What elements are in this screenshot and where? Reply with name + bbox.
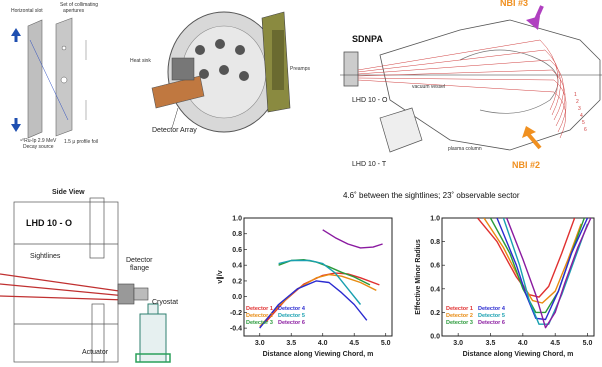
legend-entry: Detector 2: [246, 313, 273, 319]
y-tick-label: 0.6: [232, 247, 242, 254]
plot-frame: [243, 217, 393, 337]
up-arrow-icon: [11, 28, 21, 42]
actuator-label: Actuator: [82, 349, 109, 356]
detector-flange-label: Detector: [126, 257, 153, 264]
x-tick-label: 4.0: [318, 340, 328, 347]
heat-sink-label: Heat sink: [130, 58, 151, 64]
x-tick-label: 3.0: [255, 340, 265, 347]
nbi2-label: NBI #2: [512, 160, 540, 170]
cryostat: [135, 303, 171, 363]
series-line: [506, 218, 592, 329]
vacuum-vessel-label: vacuum vessel: [412, 84, 445, 90]
legend-entry: Detector 4: [278, 306, 306, 312]
y-tick-label: 0.4: [430, 286, 440, 293]
apertures-label: apertures: [63, 8, 85, 14]
pitch-angle-chart: 3.0 3.5 4.0 4.5 5.0 -0.4 -0.2 0.0 0.2 0.4 0.6 0.8 1.…: [216, 216, 393, 358]
sightline-fan: [357, 39, 567, 139]
x-tick-label: 4.5: [550, 340, 560, 347]
y-tick-label: 0.2: [232, 278, 242, 285]
series-line: [483, 218, 582, 304]
legend-entry: Detector 3: [246, 320, 273, 326]
side-view-diagram: Side View LHD 10 - O Sightlines Detector…: [0, 189, 178, 363]
legend-entry: Detector 2: [446, 313, 473, 319]
plasma-column-label: plasma column: [448, 146, 482, 152]
y-tick-label: 0.8: [430, 239, 440, 246]
series-line: [322, 229, 383, 249]
detector-flange: [117, 283, 149, 305]
nbi-top-arrow-icon: [526, 5, 544, 30]
x-tick-label: 5.0: [583, 340, 593, 347]
series-group: [259, 229, 383, 329]
top-view-diagram: SDNPA NBI #3 LHD 10 - O LHD 10 - T vacuu…: [340, 0, 602, 170]
y-tick-label: 0.0: [232, 294, 242, 301]
x-tick-label: 5.0: [381, 340, 391, 347]
x-tick-label: 3.5: [286, 340, 296, 347]
y-tick-label: 0.4: [232, 263, 242, 270]
series-line: [259, 273, 377, 328]
x-tick-label: 3.5: [486, 340, 496, 347]
chord-number: 4: [580, 113, 583, 119]
vacuum-vessel: [379, 19, 601, 151]
legend-entry: Detector 1: [446, 306, 473, 312]
series-group: [477, 218, 592, 329]
aperture-diagram: Horizontal slot Set of collimating apert…: [11, 2, 98, 150]
collimating-label: Set of collimating: [60, 2, 98, 8]
y-tick-label: 0.2: [430, 310, 440, 317]
legend-entry: Detector 4: [478, 306, 506, 312]
y-tick-label: 0.0: [430, 334, 440, 341]
series-line: [477, 218, 576, 298]
lhd-t-label: LHD 10 - T: [352, 161, 387, 168]
legend-entry: Detector 3: [446, 320, 473, 326]
foil-label: 1.5 μ profile foil: [64, 139, 98, 145]
detector-array-diagram: Heat sink Preamps Detector Array: [130, 11, 311, 134]
y-tick-label: -0.2: [230, 310, 242, 317]
horizontal-slot-label: Horizontal slot: [11, 8, 43, 14]
series-line: [259, 280, 368, 329]
x-tick-label: 3.0: [453, 340, 463, 347]
plot-frame: [441, 217, 595, 337]
y-axis-label: Effective Minor Radius: [415, 239, 422, 315]
chord-number: 6: [584, 127, 587, 133]
cryostat-label: Cryostat: [152, 299, 178, 306]
x-tick-label: 4.0: [518, 340, 528, 347]
x-axis-label: Distance along Viewing Chord, m: [463, 351, 574, 358]
detector-flange-label-2: flange: [130, 265, 149, 272]
x-tick-label: 4.5: [349, 340, 359, 347]
vessel-outline: [13, 197, 119, 363]
down-arrow-icon: [11, 118, 21, 132]
preamps-label: Preamps: [290, 66, 311, 72]
legend-entry: Detector 5: [278, 313, 305, 319]
detector-array-label: Detector Array: [152, 127, 197, 134]
legend-entry: Detector 6: [278, 320, 305, 326]
chord-number: 5: [582, 120, 585, 126]
y-axis-label: v∥/v: [216, 270, 224, 283]
sightline-rays: [0, 273, 127, 301]
legend-entry: Detector 6: [478, 320, 505, 326]
chord-number: 2: [576, 99, 579, 105]
side-view-title: Side View: [52, 189, 85, 196]
x-axis-label: Distance along Viewing Chord, m: [263, 351, 374, 358]
slot-plate: [27, 19, 43, 139]
legend-entry: Detector 5: [478, 313, 505, 319]
series-line: [496, 218, 589, 321]
y-tick-label: -0.4: [230, 326, 242, 333]
source-label: ⁹⁰Ru-Ip 2.9 MeV: [20, 138, 57, 144]
nbi-bottom-arrow-icon: [522, 126, 542, 150]
legend-entry: Detector 1: [246, 306, 273, 312]
nbi3-label: NBI #3: [500, 0, 528, 8]
chord-number: 3: [578, 106, 581, 112]
chord-number: 1: [574, 92, 577, 98]
y-tick-label: 0.6: [430, 263, 440, 270]
caption: 4.6˚ between the sightlines; 23˚ observa…: [343, 191, 520, 200]
y-tick-label: 1.0: [232, 216, 242, 223]
series-line: [278, 259, 362, 305]
minor-radius-chart: 3.0 3.5 4.0 4.5 5.0 0.0 0.2 0.4 0.6 0.8 1.0Distanc…: [415, 216, 595, 358]
sightlines-label: Sightlines: [30, 253, 61, 260]
lhd-o-label: LHD 10 - O: [352, 97, 388, 104]
y-tick-label: 0.8: [232, 231, 242, 238]
decay-source-label: Decay source: [23, 144, 54, 150]
side-view-lhd-label: LHD 10 - O: [26, 218, 72, 228]
sdnpa-label: SDNPA: [352, 34, 383, 44]
y-tick-label: 1.0: [430, 216, 440, 223]
